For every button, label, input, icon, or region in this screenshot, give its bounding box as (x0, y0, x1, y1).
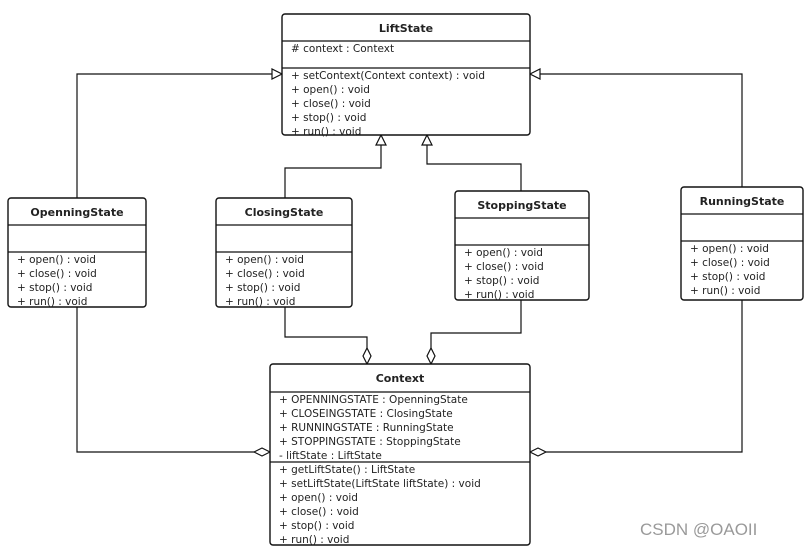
class-attribute: + CLOSEINGSTATE : ClosingState (279, 408, 453, 420)
class-stoppingstate[interactable]: StoppingState + open() : void + close() : … (454, 190, 590, 301)
class-runningstate[interactable]: RunningState + open() : void + close() : v… (680, 186, 804, 301)
connector-line (76, 307, 254, 453)
class-method: + setLiftState(LiftState liftState) : vo… (279, 478, 481, 490)
class-name: LiftState (379, 22, 433, 35)
class-method: + run() : void (225, 296, 295, 308)
class-method: + setContext(Context context) : void (291, 70, 485, 82)
class-method: + open() : void (291, 84, 370, 96)
class-method: + open() : void (279, 492, 358, 504)
class-method: + stop() : void (291, 112, 366, 124)
class-method: + stop() : void (17, 282, 92, 294)
class-method: + close() : void (17, 268, 97, 280)
connector-line (430, 300, 522, 348)
aggregation-diamond (362, 346, 372, 366)
class-attribute: + STOPPINGSTATE : StoppingState (279, 436, 461, 448)
aggregation-closingstate-to-context (284, 307, 372, 366)
class-method: + getLiftState() : LiftState (279, 464, 415, 476)
generalization-arrowhead (271, 68, 284, 80)
class-liftstate[interactable]: LiftState # context : Context + setContext… (281, 13, 531, 138)
connector-line (540, 73, 743, 187)
generalization-openningstate-to-liftstate (76, 68, 284, 198)
class-method: + run() : void (464, 289, 534, 301)
class-attribute: # context : Context (291, 43, 394, 55)
class-attribute: - liftState : LiftState (279, 450, 382, 462)
generalization-runningstate-to-liftstate (528, 68, 743, 187)
class-name: RunningState (700, 195, 785, 208)
class-name: OpenningState (30, 206, 123, 219)
connector-line (76, 73, 272, 198)
watermark: CSDN @OAOII (640, 520, 758, 539)
generalization-arrowhead (528, 68, 541, 80)
aggregation-diamond (528, 447, 548, 457)
class-method: + close() : void (279, 506, 359, 518)
class-method: + stop() : void (225, 282, 300, 294)
aggregation-openningstate-to-context (76, 307, 272, 457)
class-name: ClosingState (245, 206, 324, 219)
class-method: + close() : void (291, 98, 371, 110)
aggregation-runningstate-to-context (528, 300, 743, 457)
class-method: + close() : void (690, 257, 770, 269)
class-name: Context (376, 372, 425, 385)
class-method: + open() : void (17, 254, 96, 266)
class-method: + open() : void (464, 247, 543, 259)
generalization-arrowhead (421, 133, 433, 146)
class-method: + stop() : void (279, 520, 354, 532)
generalization-closingstate-to-liftstate (284, 133, 387, 198)
class-box (680, 186, 804, 301)
aggregation-diamond (426, 346, 436, 366)
connector-line (546, 300, 743, 453)
connector-line (284, 307, 368, 348)
class-method: + run() : void (279, 534, 349, 546)
generalization-stoppingstate-to-liftstate (421, 133, 522, 191)
class-box (269, 363, 531, 546)
connector-line (426, 145, 522, 191)
class-openningstate[interactable]: OpenningState + open() : void + close() : … (7, 197, 147, 308)
class-attribute: + OPENNINGSTATE : OpenningState (279, 394, 468, 406)
class-method: + open() : void (225, 254, 304, 266)
class-context[interactable]: Context + OPENNINGSTATE : OpenningState + … (269, 363, 531, 546)
class-method: + close() : void (225, 268, 305, 280)
generalization-arrowhead (375, 133, 387, 146)
class-method: + run() : void (690, 285, 760, 297)
class-box (281, 13, 531, 136)
class-method: + stop() : void (464, 275, 539, 287)
class-method: + close() : void (464, 261, 544, 273)
class-method: + stop() : void (690, 271, 765, 283)
aggregation-diamond (252, 447, 272, 457)
class-method: + open() : void (690, 243, 769, 255)
class-attribute: + RUNNINGSTATE : RunningState (279, 422, 454, 434)
class-name: StoppingState (477, 199, 566, 212)
class-closingstate[interactable]: ClosingState + open() : void + close() : v… (215, 197, 353, 308)
connector-line (284, 145, 382, 198)
class-method: + run() : void (291, 126, 361, 138)
aggregation-stoppingstate-to-context (426, 300, 522, 366)
class-method: + run() : void (17, 296, 87, 308)
